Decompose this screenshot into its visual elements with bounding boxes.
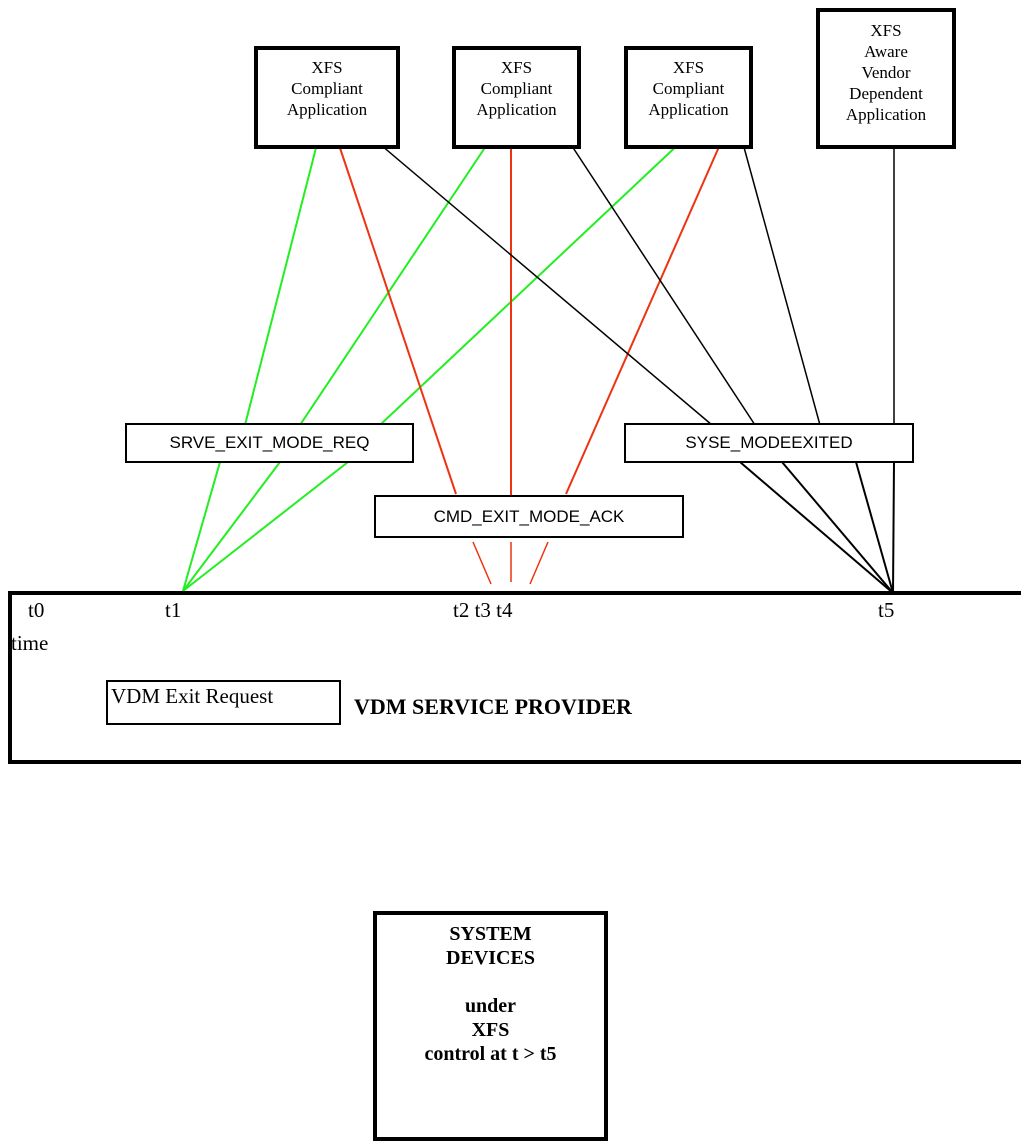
green-link-app2 <box>299 139 491 426</box>
syse-modeexited-box: SYSE_MODEEXITED <box>624 423 914 463</box>
red-link-t2 <box>472 541 492 585</box>
srve-exit-mode-req-box: SRVE_EXIT_MODE_REQ <box>125 423 414 463</box>
red-link-t4 <box>529 541 549 585</box>
green-link-app3 <box>379 139 684 426</box>
time-label: time <box>11 631 49 655</box>
app-4-line-5: Application <box>845 105 927 124</box>
app-2-line-2: Compliant <box>480 79 553 98</box>
green-link-app1 <box>244 139 319 426</box>
syse-modeexited-label: SYSE_MODEEXITED <box>685 433 853 452</box>
system-devices-box: SYSTEM DEVICES under XFS control at t > … <box>373 911 608 1141</box>
srve-exit-mode-req-label: SRVE_EXIT_MODE_REQ <box>169 433 370 452</box>
app-3-line-1: XFS <box>672 58 705 77</box>
black-link-app1 <box>374 139 713 426</box>
system-devices-spacer <box>377 970 604 994</box>
app-4-line-1: XFS <box>870 21 902 40</box>
black-link-t5-d <box>892 461 895 594</box>
app-2-line-1: XFS <box>500 58 533 77</box>
system-devices-line-2: DEVICES <box>446 947 535 969</box>
cmd-exit-mode-ack-box: CMD_EXIT_MODE_ACK <box>374 495 684 538</box>
black-link-t5-a <box>739 461 894 594</box>
app-2-line-3: Application <box>476 100 557 119</box>
t1-label: t1 <box>165 598 182 622</box>
app-4-line-2: Aware <box>864 42 908 61</box>
app-3-line-2: Compliant <box>652 79 725 98</box>
vdm-service-provider-title: VDM SERVICE PROVIDER <box>354 694 632 719</box>
green-link-t1-a <box>182 461 221 592</box>
xfs-aware-vendor-app: XFS Aware Vendor Dependent Application <box>816 8 956 149</box>
app-1-line-3: Application <box>286 100 368 119</box>
xfs-compliant-app-1: XFS Compliant Application <box>254 46 400 149</box>
vdm-exit-request-box: VDM Exit Request <box>106 680 341 725</box>
app-4-line-3: Vendor <box>861 63 911 82</box>
app-1-line-2: Compliant <box>291 79 363 98</box>
green-link-t1-b <box>182 461 281 592</box>
vdm-service-provider-box <box>8 591 1021 764</box>
black-link-t5-b <box>781 461 894 594</box>
app-1-line-1: XFS <box>311 58 343 77</box>
system-devices-line-5: control at t > t5 <box>424 1043 557 1065</box>
system-devices-line-3: under <box>464 995 517 1017</box>
xfs-compliant-app-2: XFS Compliant Application <box>452 46 581 149</box>
t2-t3-t4-label: t2 t3 t4 <box>453 598 513 622</box>
xfs-compliant-app-3: XFS Compliant Application <box>624 46 753 149</box>
t0-label: t0 <box>28 598 45 622</box>
app-4-line-4: Dependent <box>849 84 923 103</box>
black-link-t5-c <box>855 461 894 594</box>
system-devices-line-1: SYSTEM <box>449 923 532 945</box>
vdm-exit-request-label: VDM Exit Request <box>111 684 274 708</box>
green-link-t1-c <box>182 461 349 592</box>
t5-label: t5 <box>878 598 895 622</box>
cmd-exit-mode-ack-label: CMD_EXIT_MODE_ACK <box>433 506 625 526</box>
system-devices-line-4: XFS <box>471 1019 510 1041</box>
red-link-app1 <box>339 147 457 495</box>
red-link-app3 <box>565 139 723 495</box>
black-link-app3 <box>741 139 821 426</box>
black-link-app2 <box>567 139 756 426</box>
app-3-line-3: Application <box>648 100 729 119</box>
